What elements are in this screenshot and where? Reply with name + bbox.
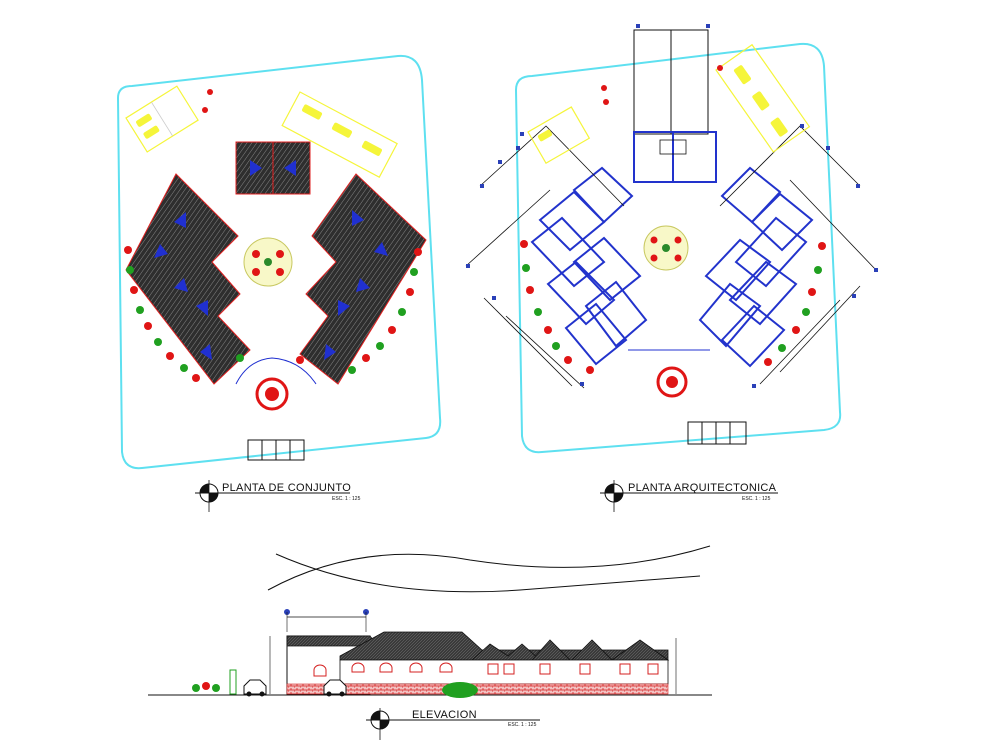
plan-roundabout — [628, 349, 710, 398]
site-boundary — [116, 54, 442, 470]
elevation-shrubs — [192, 669, 478, 698]
arch-plan-scale: ESC. 1 : 125 — [742, 496, 771, 502]
site-plan-title: PLANTA DE CONJUNTO — [222, 482, 351, 494]
roundabout — [235, 357, 317, 411]
hill-line-2 — [267, 545, 711, 591]
entry-gate — [247, 439, 305, 461]
central-garden — [243, 237, 293, 287]
parking-right — [281, 91, 398, 179]
plan-central-garden — [643, 225, 689, 271]
elevation-title: ELEVACION — [412, 709, 477, 721]
central-roof — [235, 141, 311, 195]
plan-entry-gate — [687, 421, 747, 445]
plan-boundary — [514, 42, 842, 454]
site-plan-title-block: PLANTA DE CONJUNTO ESC. 1 : 125 — [195, 480, 361, 512]
arch-plan-title: PLANTA ARQUITECTONICA — [628, 482, 777, 494]
dimension-markers — [466, 24, 878, 388]
trees-left — [124, 246, 244, 382]
trees-right — [202, 89, 422, 374]
site-plan: PLANTA DE CONJUNTO ESC. 1 : 125 — [116, 54, 442, 512]
arch-plan-title-block: PLANTA ARQUITECTONICA ESC. 1 : 125 — [600, 480, 778, 512]
elevation-dimension — [284, 609, 369, 632]
elevation-scale: ESC. 1 : 125 — [508, 722, 537, 728]
plan-trees — [520, 65, 826, 374]
plan-parking-right — [715, 43, 811, 153]
elevation-title-block: ELEVACION ESC. 1 : 125 — [366, 708, 540, 740]
site-plan-scale: ESC. 1 : 125 — [332, 496, 361, 502]
hill-line-1 — [275, 553, 701, 593]
elevation-cars — [243, 679, 347, 697]
right-wing-roof — [299, 173, 427, 385]
architectural-plan: PLANTA ARQUITECTONICA ESC. 1 : 125 — [465, 24, 878, 512]
right-wing-rooms — [698, 166, 814, 368]
left-wing-dimensions — [465, 125, 625, 389]
left-wing-rooms — [530, 166, 648, 366]
elevation: ELEVACION ESC. 1 : 125 — [148, 545, 712, 740]
top-annex — [633, 29, 717, 183]
parking-left — [125, 85, 199, 153]
plan-parking-left — [527, 106, 591, 164]
left-wing-roof — [125, 173, 251, 385]
